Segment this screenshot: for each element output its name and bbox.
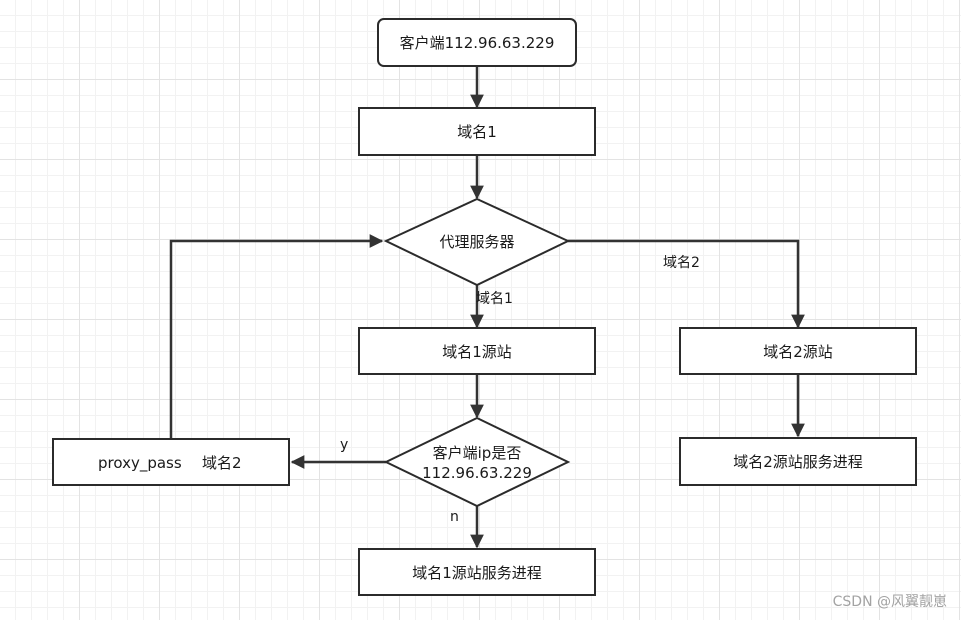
node-ip-check-label-2: 112.96.63.229 (422, 464, 532, 482)
node-origin2-label: 域名2源站 (763, 343, 833, 361)
node-domain1-label: 域名1 (457, 123, 497, 141)
node-proxy-pass (52, 438, 290, 486)
node-client (377, 18, 577, 67)
edge-proxypass-to-proxy (169, 234, 384, 438)
node-process1-label: 域名1源站服务进程 (412, 564, 542, 582)
node-proxy-server-label: 代理服务器 (439, 233, 514, 251)
edge-proxy-to-origin2 (568, 239, 805, 329)
node-domain1 (358, 107, 596, 156)
node-origin1 (358, 327, 596, 375)
node-ip-check-label-1: 客户端ip是否 (433, 444, 522, 462)
node-ip-check (383, 416, 571, 508)
edge-label-domain1: 域名1 (476, 291, 513, 307)
node-process2-label: 域名2源站服务进程 (733, 453, 863, 471)
node-proxy-server (383, 197, 571, 287)
edge-label-no: n (450, 509, 459, 525)
node-client-label: 客户端112.96.63.229 (400, 34, 555, 52)
node-proxy-pass-label: proxy_pass (98, 454, 182, 473)
edge-label-yes: y (340, 437, 348, 453)
node-process1 (358, 548, 596, 596)
node-process2 (679, 437, 917, 486)
node-origin1-label: 域名1源站 (442, 343, 512, 361)
edge-label-domain2: 域名2 (663, 255, 700, 271)
node-proxy-pass-domain: 域名2 (202, 454, 242, 472)
node-origin2 (679, 327, 917, 375)
watermark: CSDN @风翼靓崽 (832, 594, 947, 610)
